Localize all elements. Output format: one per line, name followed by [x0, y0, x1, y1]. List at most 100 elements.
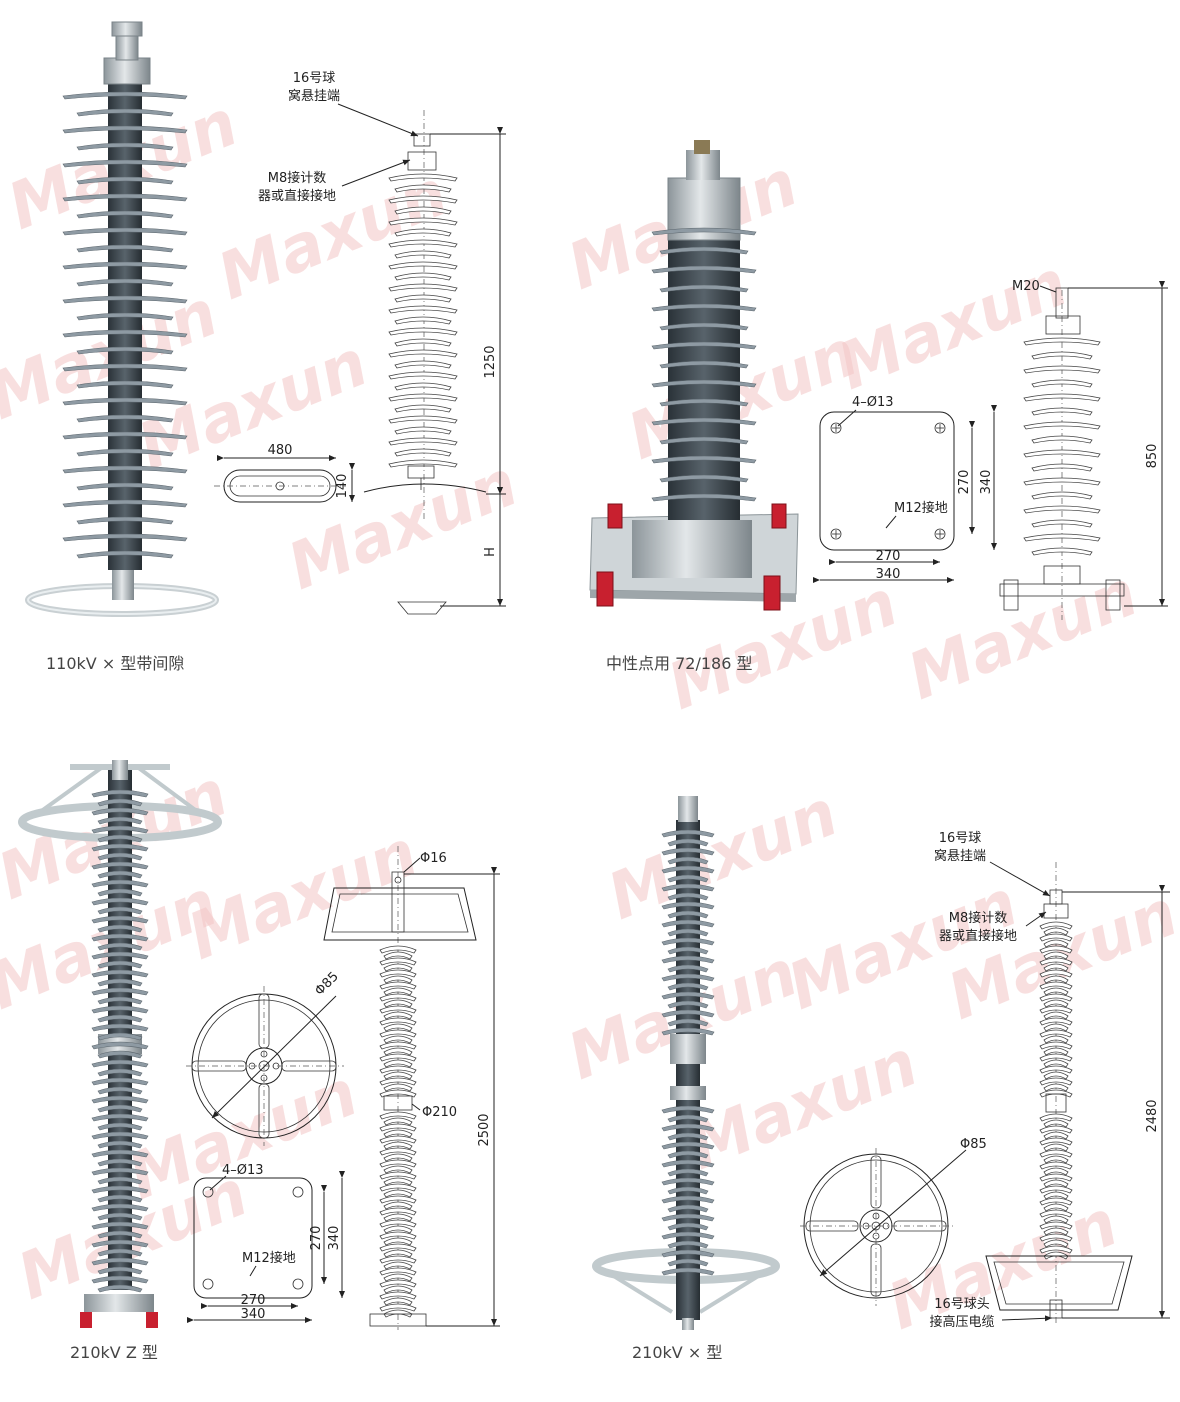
shed	[651, 379, 757, 388]
shed	[62, 329, 188, 338]
dim-ring-height: 140	[335, 474, 350, 499]
shed	[659, 246, 749, 255]
shed	[661, 991, 715, 1000]
shed	[379, 1065, 417, 1074]
shed	[667, 1222, 709, 1231]
watermark: Maxun	[828, 247, 1078, 405]
shed	[1043, 1047, 1069, 1056]
dim-outer-height: 340	[979, 470, 994, 495]
shed	[667, 910, 709, 919]
shed	[383, 1249, 413, 1258]
shed	[91, 897, 149, 906]
shed	[661, 865, 715, 874]
shed	[383, 1273, 413, 1282]
shed	[383, 1297, 413, 1306]
shed	[1023, 337, 1101, 346]
shed	[97, 1086, 143, 1095]
shed	[379, 1005, 417, 1014]
shed	[76, 210, 174, 219]
photo-110kv-arrester	[25, 21, 219, 617]
dim-inner-height: 270	[309, 1226, 324, 1251]
shed	[661, 1105, 715, 1114]
shed	[62, 125, 188, 134]
shed	[394, 206, 452, 215]
shed	[76, 244, 174, 253]
shed	[661, 955, 715, 964]
shed	[394, 448, 452, 457]
shed	[91, 1221, 149, 1230]
dim-outer-width: 340	[241, 1307, 266, 1322]
note-mid-diameter: Φ210	[422, 1105, 457, 1120]
shed	[76, 448, 174, 457]
shed	[1043, 1155, 1069, 1164]
shed	[667, 964, 709, 973]
dim-outer-height: 340	[327, 1226, 342, 1251]
dim-height: 1250	[483, 345, 498, 378]
shed	[383, 1023, 413, 1032]
shed	[661, 901, 715, 910]
shed	[1043, 1011, 1069, 1020]
shed	[379, 1279, 417, 1288]
dim-gap: H	[483, 547, 498, 557]
shed	[1039, 1173, 1073, 1182]
shed	[379, 1029, 417, 1038]
shed	[394, 228, 452, 237]
shed	[97, 834, 143, 843]
shed	[661, 1267, 715, 1276]
watermark: Maxun	[598, 777, 848, 935]
note-counter: M8接计数	[949, 910, 1008, 926]
shed	[91, 969, 149, 978]
shed	[659, 474, 749, 483]
shed	[383, 987, 413, 996]
shed	[76, 108, 174, 117]
shed	[651, 493, 757, 502]
shed	[97, 1140, 143, 1149]
watermark: Maxun	[208, 157, 458, 315]
shed	[383, 1153, 413, 1162]
shed	[1039, 981, 1073, 990]
shed	[1043, 975, 1069, 984]
watermark: Maxun	[878, 1187, 1128, 1345]
shed	[667, 1204, 709, 1213]
note-ground: M12接地	[242, 1250, 296, 1266]
shed	[383, 975, 413, 984]
shed	[383, 1261, 413, 1270]
note-counter: 器或直接接地	[258, 188, 336, 204]
shed	[91, 843, 149, 852]
shed	[1043, 963, 1069, 972]
shed	[659, 398, 749, 407]
shed	[76, 176, 174, 185]
shed	[97, 1050, 143, 1059]
shed	[667, 1000, 709, 1009]
shed	[1031, 435, 1093, 444]
shed	[76, 346, 174, 355]
shed	[383, 1237, 413, 1246]
shed	[1043, 1071, 1069, 1080]
shed	[659, 436, 749, 445]
shed	[1031, 379, 1093, 388]
shed	[667, 1168, 709, 1177]
shed	[62, 499, 188, 508]
shed	[1031, 547, 1093, 556]
note-ground: M12接地	[894, 500, 948, 516]
shed	[97, 852, 143, 861]
shed	[383, 1201, 413, 1210]
shed	[651, 455, 757, 464]
shed	[651, 265, 757, 274]
note-holes: 4–Ø13	[852, 395, 894, 410]
drawing-72-186-elevation: M20 850	[999, 279, 1168, 620]
shed	[388, 261, 458, 270]
shed	[661, 1177, 715, 1186]
shed	[1039, 1053, 1073, 1062]
shed	[1039, 1005, 1073, 1014]
shed	[1039, 1029, 1073, 1038]
watermark: Maxun	[178, 817, 428, 975]
shed	[1039, 969, 1073, 978]
shed	[661, 847, 715, 856]
shed	[1039, 1149, 1073, 1158]
shed	[379, 981, 417, 990]
photo-210kv-z-arrester	[18, 760, 222, 1328]
shed	[379, 1171, 417, 1180]
note-bottom-ball: 接高压电缆	[929, 1314, 994, 1330]
shed	[661, 1009, 715, 1018]
